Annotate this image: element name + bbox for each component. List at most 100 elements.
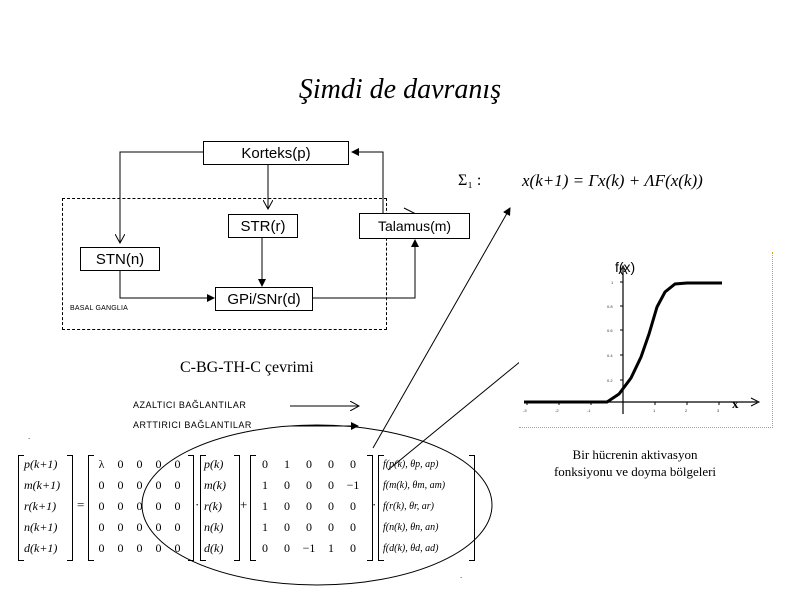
gamma-cell: 0 — [98, 541, 105, 555]
gamma-cell: 0 — [117, 541, 124, 555]
lhs-entry: d(k+1) — [24, 541, 58, 555]
bracket-state-left — [200, 455, 206, 561]
lambda-cell: 0 — [328, 478, 334, 492]
gamma-cell: 0 — [136, 457, 143, 471]
gamma-cell: 0 — [136, 541, 143, 555]
matrix-f: f(p(k), θp, ap)f(m(k), θm, am)f(r(k), θr… — [383, 454, 471, 559]
gamma-cell: 0 — [174, 541, 181, 555]
gamma-cell: 0 — [155, 478, 162, 492]
lambda-cell: 0 — [350, 499, 356, 513]
gamma-cell: 0 — [174, 478, 181, 492]
bracket-lhs-left — [18, 455, 24, 561]
bracket-gamma-right — [188, 455, 194, 561]
node-gpi: GPi/SNr(d) — [215, 287, 313, 311]
bracket-f-left — [378, 455, 384, 561]
legend-excitatory-label: ARTTIRICI BAĞLANTILAR — [133, 420, 252, 430]
svg-text:3: 3 — [717, 408, 720, 413]
node-talamus: Talamus(m) — [359, 213, 470, 239]
multiply-dot-2: · — [372, 497, 377, 512]
bracket-gamma-left — [88, 455, 94, 561]
bracket-lhs-right — [67, 455, 73, 561]
gamma-cell: 0 — [117, 478, 124, 492]
plot-caption-line2: fonksiyonu ve doyma bölgeleri — [553, 464, 717, 479]
svg-text:-1: -1 — [587, 408, 591, 413]
svg-text:0.8: 0.8 — [607, 304, 613, 309]
lambda-cell: 0 — [328, 520, 334, 534]
gamma-cell: 0 — [117, 457, 124, 471]
edge-talamus-korteks — [351, 148, 384, 213]
slide-title: Şimdi de davranış — [298, 74, 502, 105]
plot-caption: Bir hücrenin aktivasyon fonksiyonu ve do… — [520, 446, 750, 480]
gamma-cell: 0 — [155, 541, 162, 555]
f-entry: f(d(k), θd, ad) — [383, 543, 439, 554]
gamma-cell: 0 — [174, 499, 181, 513]
svg-text:-3: -3 — [523, 408, 527, 413]
state-entry: p(k) — [204, 457, 224, 471]
lambda-cell: 0 — [284, 541, 290, 555]
bracket-lambda-right — [367, 455, 373, 561]
gamma-cell: 0 — [174, 520, 181, 534]
state-entry: m(k) — [204, 478, 226, 492]
lambda-cell: 1 — [284, 457, 290, 471]
lambda-cell: 0 — [350, 541, 356, 555]
lambda-cell: 0 — [306, 499, 312, 513]
gamma-cell: 0 — [155, 499, 162, 513]
lhs-entry: r(k+1) — [24, 499, 57, 513]
lambda-cell: 0 — [284, 499, 290, 513]
multiply-dot-1: · — [195, 497, 200, 512]
gamma-cell: 0 — [98, 478, 105, 492]
bracket-state-right — [234, 455, 240, 561]
plot-caption-line1: Bir hücrenin aktivasyon — [572, 447, 698, 462]
bracket-f-right — [469, 455, 475, 561]
state-entry: n(k) — [204, 520, 224, 534]
legend-inhibitory-label: AZALTICI BAĞLANTILAR — [133, 400, 247, 410]
matrix-ellipse — [141, 424, 493, 586]
state-entry: r(k) — [204, 499, 222, 513]
svg-text:0.6: 0.6 — [607, 328, 613, 333]
gamma-cell: 0 — [174, 457, 181, 471]
svg-text:0.2: 0.2 — [607, 378, 613, 383]
svg-text:2: 2 — [685, 408, 688, 413]
lambda-cell: 0 — [350, 520, 356, 534]
state-entry: d(k) — [204, 541, 224, 555]
system-equation: x(k+1) = Γx(k) + ΛF(x(k)) — [522, 171, 703, 190]
lambda-cell: 0 — [328, 457, 334, 471]
matrix-state: p(k) m(k) r(k) n(k) d(k) — [204, 454, 238, 559]
lambda-row: 1 0 0 0 −1 — [254, 475, 364, 496]
lambda-cell: 0 — [306, 457, 312, 471]
f-entry: f(p(k), θp, ap) — [383, 459, 439, 470]
lambda-cell: 1 — [262, 478, 268, 492]
svg-text:1: 1 — [611, 280, 614, 285]
edge-stn-gpi — [119, 270, 215, 302]
plus-sign: + — [240, 497, 248, 512]
lhs-entry: m(k+1) — [24, 478, 61, 492]
lambda-cell: 1 — [262, 499, 268, 513]
svg-text:-2: -2 — [555, 408, 559, 413]
lambda-cell: 0 — [306, 478, 312, 492]
lambda-cell: 0 — [284, 478, 290, 492]
lambda-cell: 0 — [306, 520, 312, 534]
svg-text:0.4: 0.4 — [607, 353, 613, 358]
lambda-cell: 0 — [262, 457, 268, 471]
node-str: STR(r) — [228, 214, 298, 238]
f-entry: f(n(k), θn, an) — [383, 522, 439, 533]
plot-ylabel: f(x) — [615, 259, 635, 275]
lambda-cell: −1 — [346, 478, 360, 492]
system-label: Σ₁ : — [458, 172, 482, 189]
plot-xlabel: x — [732, 396, 739, 411]
lambda-cell: 1 — [328, 541, 334, 555]
bracket-lambda-left — [250, 455, 256, 561]
equals-sign: = — [77, 497, 85, 512]
